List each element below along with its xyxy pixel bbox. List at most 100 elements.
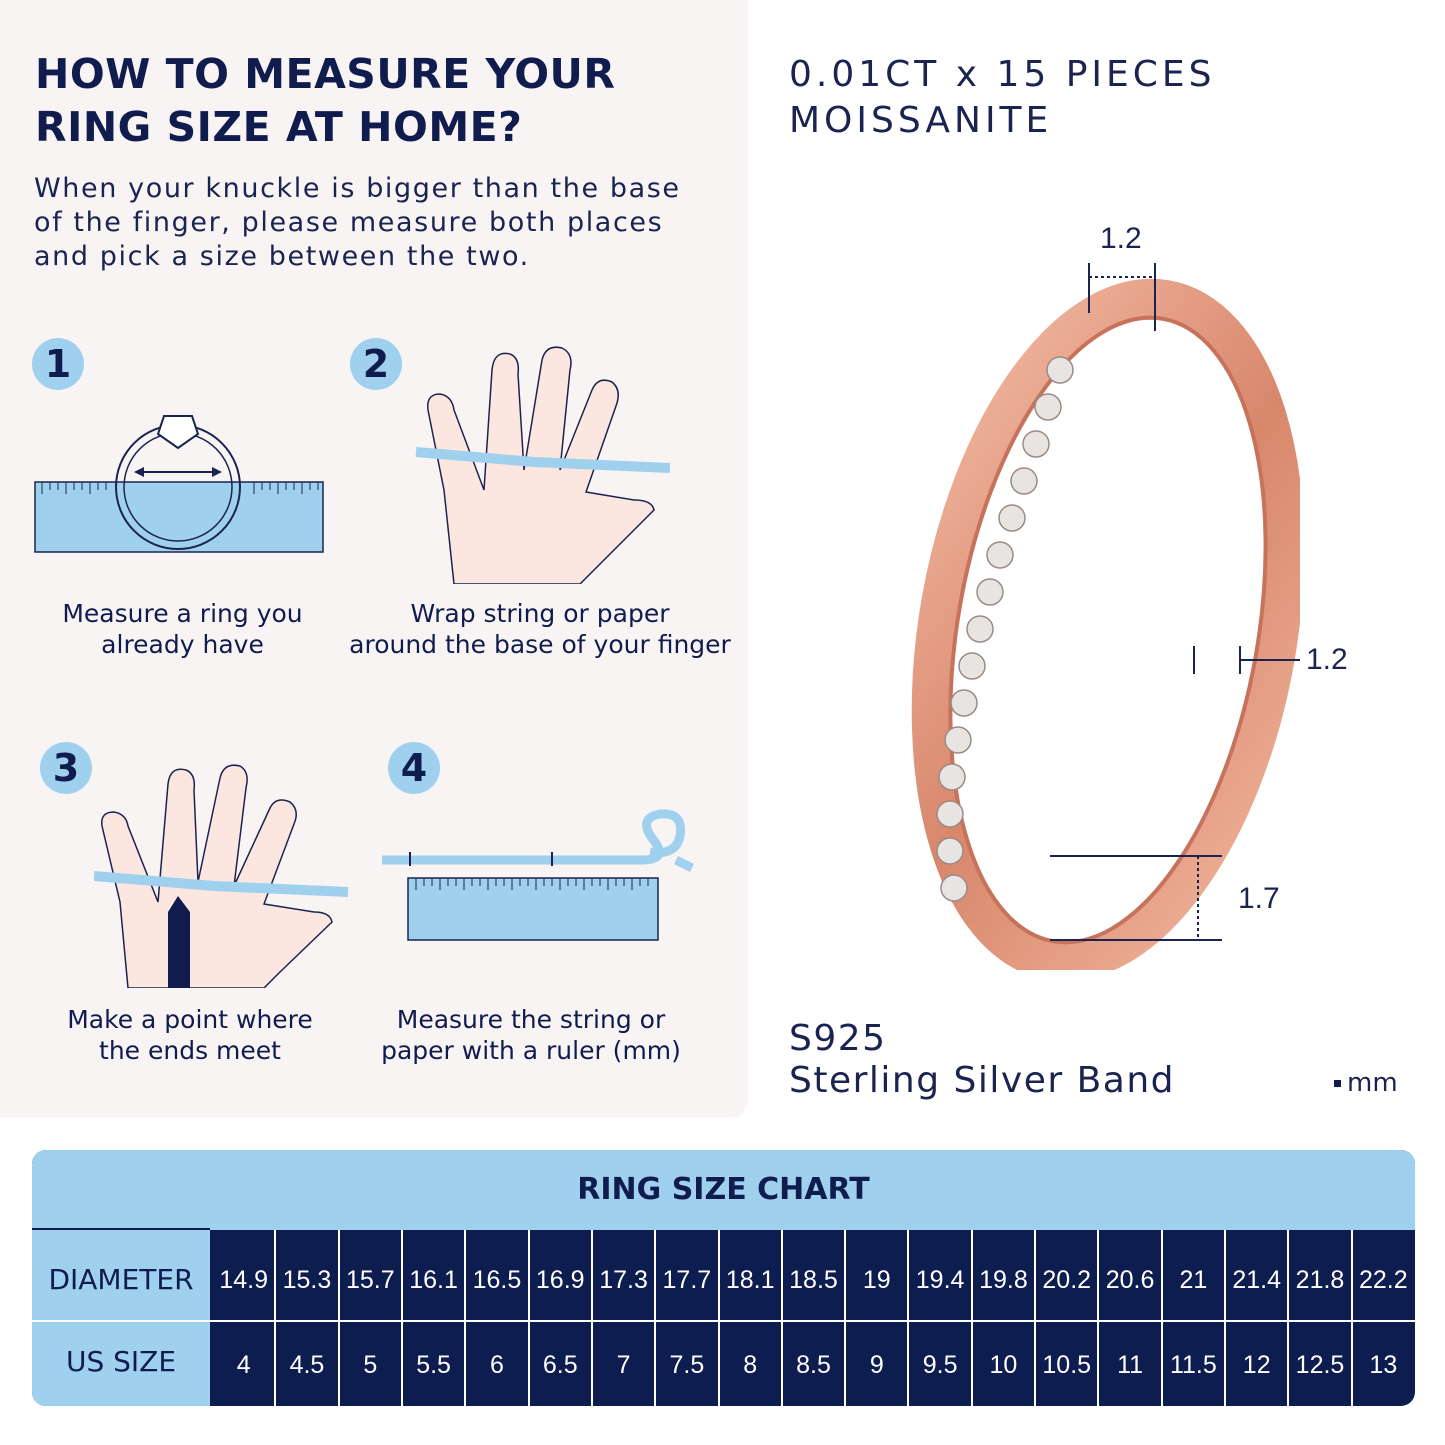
stone-spec-line: 0.01CT x 15 PIECES — [789, 54, 1216, 95]
step-4-caption: Measure the string or paper with a ruler… — [370, 1004, 692, 1066]
us-size-cell: 8 — [743, 1351, 758, 1379]
diameter-cell: 15.7 — [345, 1266, 395, 1294]
us-size-cell: 7 — [616, 1351, 631, 1379]
unit-text: mm — [1347, 1068, 1398, 1098]
diameter-cell: 22.2 — [1358, 1266, 1408, 1294]
guide-headline: HOW TO MEASURE YOUR RING SIZE AT HOME? — [35, 48, 615, 154]
step-1-badge: 1 — [32, 338, 84, 390]
diameter-cell: 14.9 — [219, 1266, 268, 1294]
diameter-cell: 19 — [862, 1266, 891, 1294]
string-on-ruler-icon — [382, 809, 695, 941]
step-2-caption: Wrap string or paper around the base of … — [340, 598, 740, 660]
chart-column-divider — [1034, 1230, 1037, 1406]
stone-spec-line: MOISSANITE — [789, 100, 1053, 141]
ring-size-chart: RING SIZE CHART DIAMETER US SIZE 14.9 4 15… — [32, 1150, 1415, 1406]
diameter-cell: 18.1 — [725, 1266, 775, 1294]
caption-line: Measure a ring you — [62, 599, 303, 628]
chart-column-divider — [590, 1230, 593, 1406]
caption-line: Make a point where — [67, 1005, 313, 1034]
caption-line: paper with a ruler (mm) — [381, 1036, 681, 1065]
band-thickness-dimension-line — [1193, 646, 1300, 674]
diameter-cell: 20.6 — [1105, 1266, 1155, 1294]
us-size-cell: 13 — [1369, 1351, 1398, 1379]
us-size-row-label: US SIZE — [32, 1322, 210, 1406]
chart-column-divider — [907, 1230, 910, 1406]
us-size-cell: 12 — [1242, 1351, 1271, 1379]
diameter-cell: 17.7 — [662, 1266, 712, 1294]
chart-column-divider — [400, 1230, 403, 1406]
headline-line: RING SIZE AT HOME? — [35, 103, 523, 151]
us-size-cell: 5 — [363, 1351, 378, 1379]
us-size-cell: 5.5 — [416, 1351, 451, 1379]
chart-column-divider — [844, 1230, 847, 1406]
material-line: Sterling Silver Band — [789, 1060, 1176, 1101]
us-size-cell: 8.5 — [796, 1351, 831, 1379]
us-size-cell: 9 — [869, 1351, 884, 1379]
us-size-cell: 11.5 — [1169, 1351, 1217, 1379]
chart-column-divider — [1097, 1230, 1100, 1406]
intro-line: of the finger, please measure both place… — [34, 207, 664, 238]
diameter-cell: 16.5 — [472, 1266, 522, 1294]
caption-line: the ends meet — [99, 1036, 281, 1065]
step-3-badge: 3 — [40, 742, 92, 794]
us-size-cell: 4.5 — [289, 1351, 325, 1379]
diameter-cell: 17.3 — [599, 1266, 648, 1294]
caption-line: Measure the string or — [396, 1005, 666, 1034]
headline-line: HOW TO MEASURE YOUR — [35, 50, 616, 98]
diameter-row-label: DIAMETER — [32, 1230, 210, 1320]
us-size-cell: 6 — [489, 1351, 504, 1379]
hand-with-marker-icon — [94, 764, 349, 988]
caption-line: already have — [101, 630, 264, 659]
chart-column-divider — [464, 1230, 467, 1406]
top-width-label: 1.2 — [1100, 222, 1142, 255]
chart-column-divider — [337, 1230, 340, 1406]
diameter-cell: 16.1 — [409, 1266, 458, 1294]
chart-column-divider — [1287, 1230, 1290, 1406]
band-thickness-label: 1.2 — [1306, 643, 1348, 676]
step-2-badge: 2 — [350, 338, 402, 390]
caption-line: around the base of your finger — [349, 630, 731, 659]
chart-row-divider — [32, 1320, 1415, 1322]
band-height-dimension-line — [1050, 855, 1222, 941]
material-line: S925 — [789, 1018, 887, 1059]
diameter-cell: 19.4 — [915, 1266, 965, 1294]
chart-divider — [210, 1228, 1415, 1230]
step-4-badge: 4 — [388, 742, 440, 794]
us-size-cell: 7.5 — [669, 1351, 705, 1379]
diameter-cell: 15.3 — [282, 1266, 332, 1294]
product-material: S925 Sterling Silver Band — [789, 1018, 1175, 1102]
intro-line: and pick a size between the two. — [34, 241, 530, 272]
us-size-cell: 12.5 — [1295, 1351, 1345, 1379]
chart-column-divider — [274, 1230, 277, 1406]
diameter-cell: 21.8 — [1295, 1266, 1345, 1294]
product-stone-spec: 0.01CT x 15 PIECES MOISSANITE — [789, 52, 1216, 144]
band-height-label: 1.7 — [1238, 882, 1280, 915]
us-size-cell: 6.5 — [542, 1351, 578, 1379]
diameter-cell: 21 — [1179, 1266, 1208, 1294]
diameter-cell: 19.8 — [979, 1266, 1028, 1294]
caption-line: Wrap string or paper — [410, 599, 670, 628]
us-size-cell: 10 — [989, 1351, 1018, 1379]
top-width-dimension-line — [1088, 263, 1156, 331]
guide-intro: When your knuckle is bigger than the bas… — [34, 172, 724, 274]
unit-marker-icon — [1334, 1080, 1341, 1087]
chart-column-divider — [970, 1230, 973, 1406]
ring-on-ruler-icon — [34, 415, 324, 553]
unit-label: mm — [1334, 1068, 1398, 1098]
chart-column-divider — [1224, 1230, 1227, 1406]
diameter-cell: 18.5 — [789, 1266, 838, 1294]
step-1-caption: Measure a ring you already have — [30, 598, 335, 660]
diameter-cell: 21.4 — [1232, 1266, 1282, 1294]
hand-with-string-icon — [415, 346, 671, 584]
us-size-cell: 9.5 — [922, 1351, 958, 1379]
step-3-caption: Make a point where the ends meet — [40, 1004, 340, 1066]
us-size-cell: 4 — [236, 1351, 251, 1379]
chart-column-divider — [1160, 1230, 1163, 1406]
chart-column-divider — [780, 1230, 783, 1406]
diameter-cell: 20.2 — [1042, 1266, 1092, 1294]
us-size-cell: 11 — [1117, 1351, 1144, 1379]
us-size-cell: 10.5 — [1042, 1351, 1092, 1379]
chart-column-divider — [1350, 1230, 1353, 1406]
chart-title: RING SIZE CHART — [32, 1150, 1415, 1228]
chart-column-divider — [527, 1230, 530, 1406]
